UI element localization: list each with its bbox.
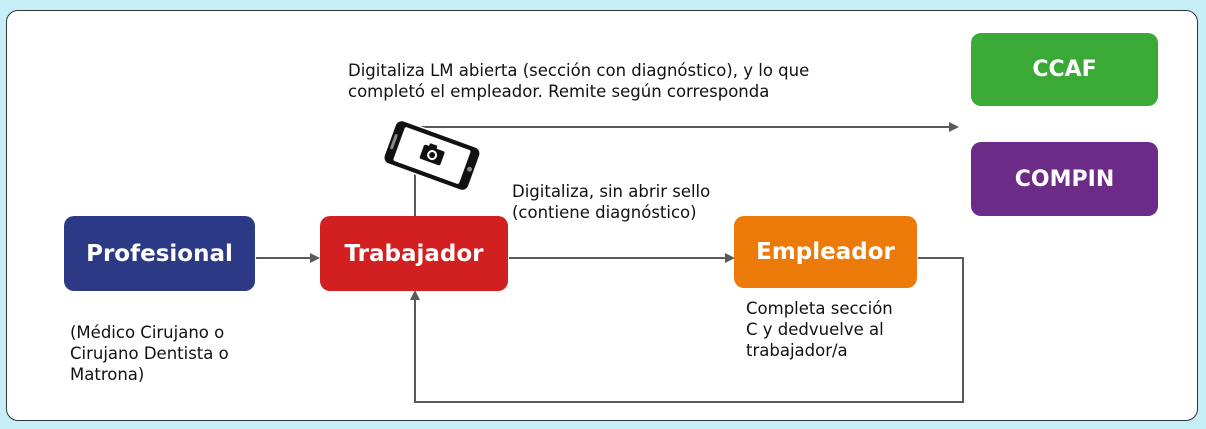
node-compin: COMPIN — [971, 142, 1158, 216]
note-prof-line1: (Médico Cirujano o — [70, 323, 225, 342]
note-prof-line2: Cirujano Dentista o — [70, 344, 229, 363]
node-empleador: Empleador — [734, 216, 917, 288]
note-top: Digitaliza LM abierta (sección con diagn… — [348, 60, 809, 102]
note-profesional: (Médico Cirujano o Cirujano Dentista o M… — [70, 322, 229, 385]
arrow-empleador-return — [410, 257, 964, 403]
note-mid-line1: Digitaliza, sin abrir sello — [512, 182, 711, 201]
note-emp-line3: trabajador/a — [746, 341, 848, 360]
phone-camera-icon — [383, 119, 481, 192]
node-profesional: Profesional — [64, 216, 255, 291]
note-emp-line2: C y dedvuelve al — [746, 320, 884, 339]
note-mid: Digitaliza, sin abrir sello (contiene di… — [512, 181, 710, 223]
note-top-line1: Digitaliza LM abierta (sección con diagn… — [348, 61, 810, 80]
note-empleador: Completa sección C y dedvuelve al trabaj… — [746, 298, 893, 361]
note-mid-line2: (contiene diagnóstico) — [512, 203, 697, 222]
note-top-line2: completó el empleador. Remite según corr… — [348, 82, 770, 101]
node-trabajador: Trabajador — [320, 216, 508, 291]
note-emp-line1: Completa sección — [746, 299, 893, 318]
note-prof-line3: Matrona) — [70, 365, 145, 384]
node-ccaf: CCAF — [971, 33, 1158, 106]
